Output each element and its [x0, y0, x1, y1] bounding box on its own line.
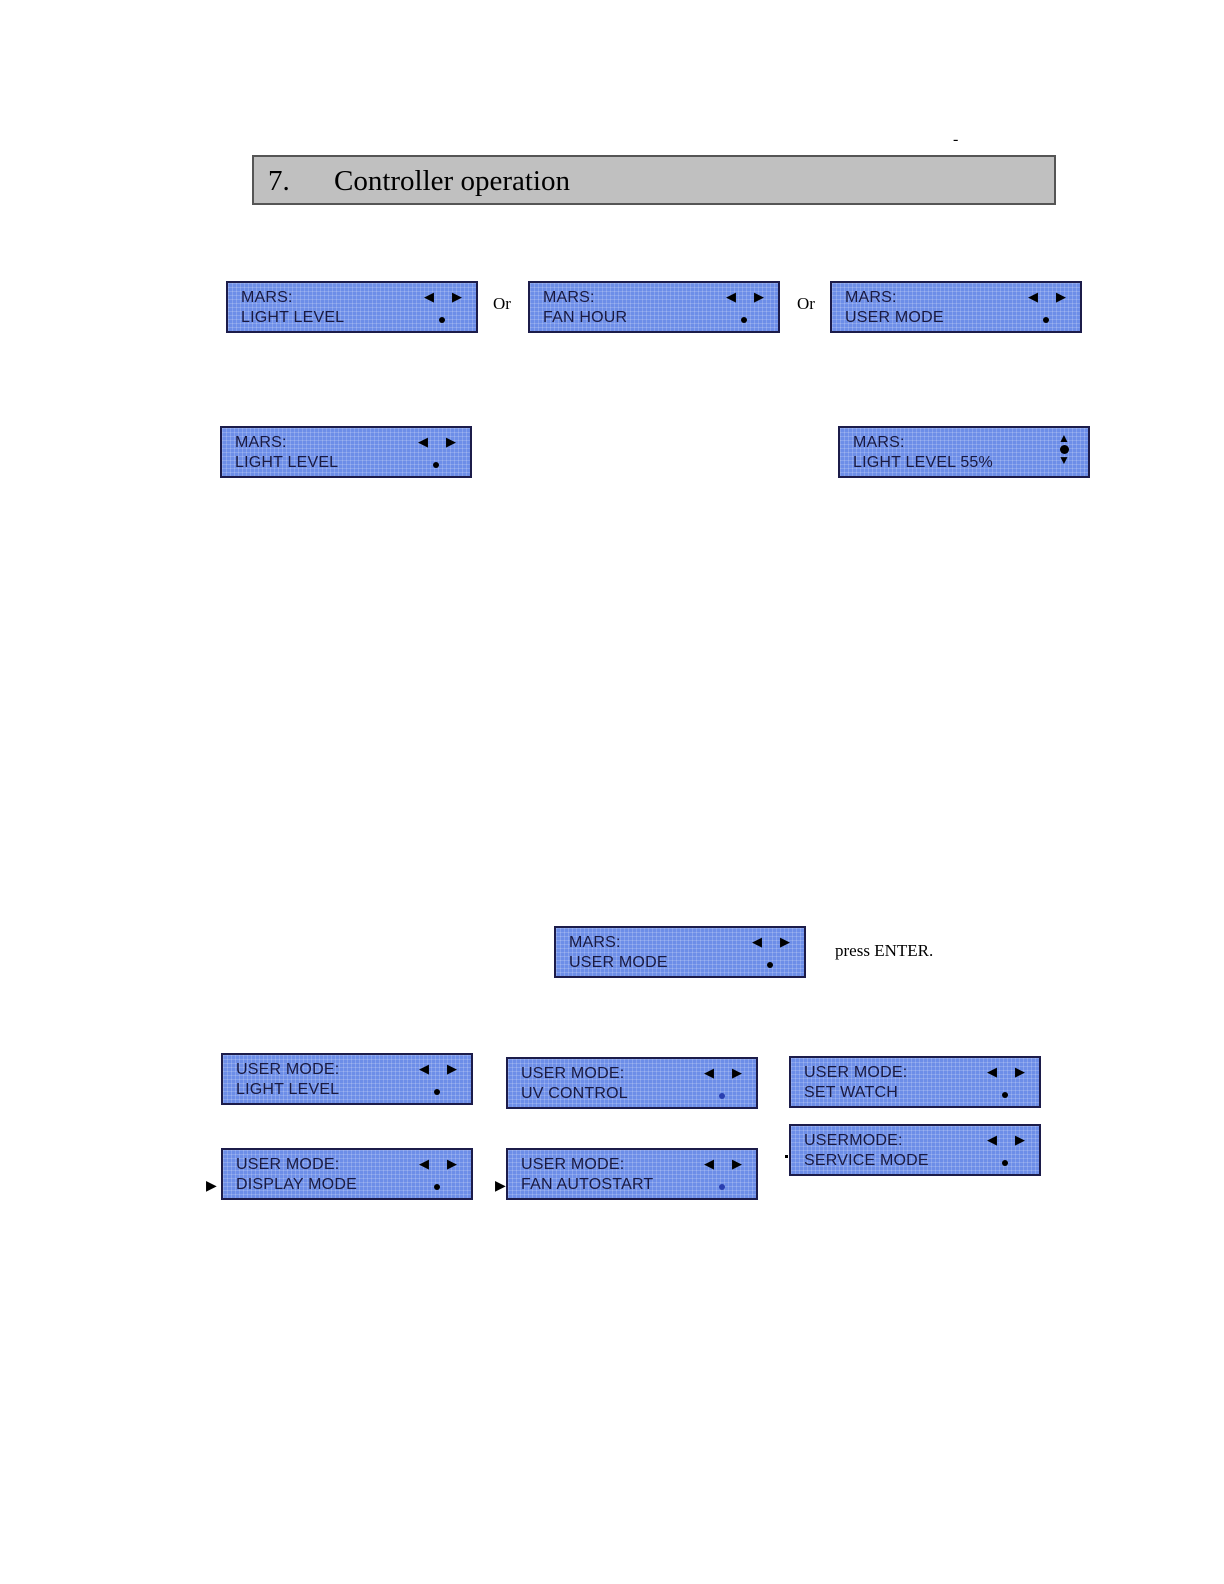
enter-dot-icon: [434, 1089, 440, 1095]
left-arrow-icon: ◀: [419, 1156, 429, 1171]
right-arrow-icon: ▶: [447, 1061, 457, 1076]
enter-dot-icon: [439, 317, 445, 323]
lcd-line-1: USER MODE:: [236, 1156, 340, 1173]
enter-dot-icon: [767, 962, 773, 968]
lcd-line-1: MARS:: [235, 434, 287, 451]
lcd-line-1: MARS:: [241, 289, 293, 306]
lcd-line-1: USER MODE:: [521, 1065, 625, 1082]
right-arrow-icon: ▶: [452, 289, 462, 304]
lcd-line-2: LIGHT LEVEL: [241, 309, 345, 326]
section-title: Controller operation: [334, 165, 570, 197]
right-arrow-icon: ▶: [732, 1065, 742, 1080]
left-arrow-icon: ◀: [726, 289, 736, 304]
lcd-user-mode-service-mode: USERMODE: SERVICE MODE ◀ ▶: [789, 1124, 1041, 1176]
left-arrow-icon: ◀: [987, 1132, 997, 1147]
lcd-display-light-level-adjust: MARS: LIGHT LEVEL 55% ▲ ▼: [838, 426, 1090, 478]
lcd-line-2: LIGHT LEVEL: [235, 454, 339, 471]
lcd-line-2: SET WATCH: [804, 1084, 898, 1101]
lcd-line-1: MARS:: [543, 289, 595, 306]
lcd-line-2: FAN AUTOSTART: [521, 1176, 654, 1193]
enter-dot-icon: [434, 1184, 440, 1190]
lcd-line-1: USER MODE:: [804, 1064, 908, 1081]
enter-dot-icon: [433, 462, 439, 468]
pointer-mark: [785, 1155, 788, 1158]
lcd-line-2: FAN HOUR: [543, 309, 628, 326]
lcd-line-1: USER MODE:: [236, 1061, 340, 1078]
down-arrow-icon: ▼: [1058, 453, 1070, 467]
lcd-line-1: USER MODE:: [521, 1156, 625, 1173]
right-arrow-icon: ▶: [1015, 1132, 1025, 1147]
left-arrow-icon: ◀: [752, 934, 762, 949]
lcd-display-light-level-menu: MARS: LIGHT LEVEL ◀ ▶: [220, 426, 472, 478]
lcd-user-mode-display-mode: USER MODE: DISPLAY MODE ◀ ▶: [221, 1148, 473, 1200]
lcd-line-2: UV CONTROL: [521, 1085, 628, 1102]
left-arrow-icon: ◀: [704, 1156, 714, 1171]
up-arrow-icon: ▲: [1058, 431, 1070, 445]
enter-dot-icon: [1002, 1092, 1008, 1098]
lcd-line-2: LIGHT LEVEL: [236, 1081, 340, 1098]
lcd-user-mode-fan-autostart: USER MODE: FAN AUTOSTART ◀ ▶: [506, 1148, 758, 1200]
enter-dot-icon: [719, 1184, 725, 1190]
lcd-line-2: DISPLAY MODE: [236, 1176, 357, 1193]
lcd-line-1: MARS:: [853, 434, 905, 451]
section-header: 7. Controller operation: [252, 155, 1056, 205]
left-arrow-icon: ◀: [418, 434, 428, 449]
right-arrow-icon: ▶: [446, 434, 456, 449]
right-arrow-icon: ▶: [447, 1156, 457, 1171]
left-arrow-icon: ◀: [419, 1061, 429, 1076]
lcd-user-mode-set-watch: USER MODE: SET WATCH ◀ ▶: [789, 1056, 1041, 1108]
lcd-user-mode-uv-control: USER MODE: UV CONTROL ◀ ▶: [506, 1057, 758, 1109]
left-arrow-icon: ◀: [1028, 289, 1038, 304]
separator-or-1: Or: [493, 294, 511, 313]
lcd-line-2: USER MODE: [845, 309, 944, 326]
lcd-line-2: LIGHT LEVEL 55%: [853, 454, 993, 471]
lcd-line-2: USER MODE: [569, 954, 668, 971]
pointer-arrow-icon: ▶: [495, 1179, 506, 1194]
left-arrow-icon: ◀: [424, 289, 434, 304]
lcd-user-mode-light-level: USER MODE: LIGHT LEVEL ◀ ▶: [221, 1053, 473, 1105]
lcd-display-fan-hour: MARS: FAN HOUR ◀ ▶: [528, 281, 780, 333]
enter-dot-icon: [1002, 1160, 1008, 1166]
right-arrow-icon: ▶: [1056, 289, 1066, 304]
right-arrow-icon: ▶: [780, 934, 790, 949]
left-arrow-icon: ◀: [987, 1064, 997, 1079]
press-enter-note: press ENTER.: [835, 941, 934, 960]
lcd-line-1: MARS:: [845, 289, 897, 306]
enter-dot-icon: [741, 317, 747, 323]
right-arrow-icon: ▶: [754, 289, 764, 304]
lcd-display-user-mode: MARS: USER MODE ◀ ▶: [830, 281, 1082, 333]
lcd-line-1: USERMODE:: [804, 1132, 903, 1149]
enter-dot-icon: [719, 1093, 725, 1099]
up-down-icon: ▲ ▼: [1056, 431, 1072, 467]
right-arrow-icon: ▶: [1015, 1064, 1025, 1079]
left-arrow-icon: ◀: [704, 1065, 714, 1080]
header-dash: -: [953, 131, 959, 148]
enter-dot-icon: [1059, 445, 1069, 454]
lcd-display-user-mode-entry: MARS: USER MODE ◀ ▶: [554, 926, 806, 978]
section-number: 7.: [268, 165, 290, 197]
lcd-display-light-level: MARS: LIGHT LEVEL ◀ ▶: [226, 281, 478, 333]
lcd-line-1: MARS:: [569, 934, 621, 951]
lcd-line-2: SERVICE MODE: [804, 1152, 929, 1169]
pointer-arrow-icon: ▶: [206, 1179, 217, 1194]
separator-or-2: Or: [797, 294, 815, 313]
right-arrow-icon: ▶: [732, 1156, 742, 1171]
enter-dot-icon: [1043, 317, 1049, 323]
